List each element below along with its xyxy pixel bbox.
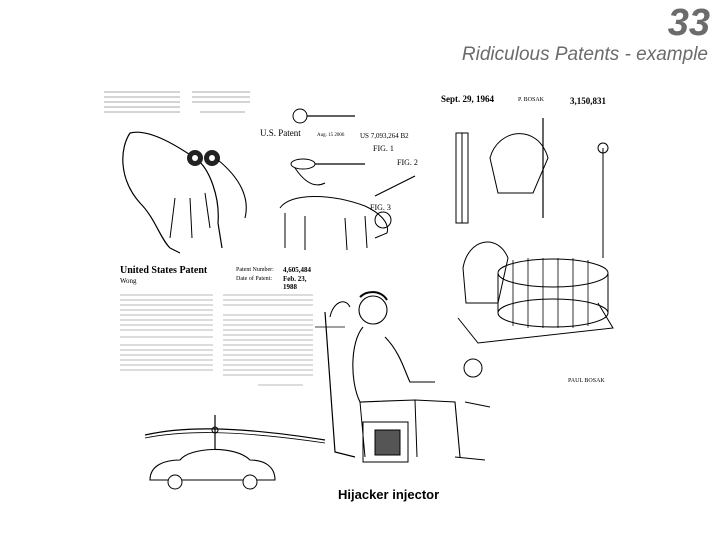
fig-label-2: FIG. 2 [397, 158, 418, 167]
patent-date: Aug. 15 2006 [317, 133, 345, 138]
patent-number-label: Patent Number: [236, 267, 274, 273]
patent-car-helicopter [140, 405, 330, 495]
patent-header: U.S. Patent [260, 128, 301, 138]
text-lines [120, 294, 313, 386]
finger-eyes-drawing [104, 91, 250, 254]
fig-label-3: FIG. 3 [370, 203, 391, 212]
patent-date: Sept. 29, 1964 [441, 94, 495, 104]
slide-title: Ridiculous Patents - example [461, 44, 708, 65]
patent-date-label: Date of Patent: [236, 276, 272, 282]
apparatus-drawing [455, 118, 614, 378]
patent-text-page: United States Patent Wong Patent Number:… [118, 265, 318, 395]
patent-number: 4,605,484 [283, 266, 311, 274]
patent-inventor: P. BOSAK [518, 97, 545, 103]
slide-caption: Hijacker injector [338, 487, 440, 502]
fig-label-1: FIG. 1 [373, 144, 394, 153]
patent-pet-device: U.S. Patent Aug. 15 2006 US 7,093,264 B2… [255, 88, 430, 258]
patent-header: United States Patent [120, 265, 208, 276]
patent-apparatus: Sept. 29, 1964 P. BOSAK 3,150,831 PAUL B… [438, 88, 628, 418]
hijacker-injector-drawing [315, 291, 491, 463]
slide-number: 33 [667, 2, 710, 44]
car-helicopter-drawing [144, 415, 326, 490]
patent-inventor: Wong [120, 277, 137, 285]
patent-number: US 7,093,264 B2 [360, 132, 409, 140]
patent-number: 3,150,831 [570, 96, 606, 106]
patent-hijacker-injector [305, 282, 500, 482]
signature-name: PAUL BOSAK [568, 378, 605, 384]
patent-date: Feb. 23, 1988 [283, 275, 307, 291]
pet-device-drawing [279, 108, 416, 251]
patent-finger-eyes [100, 88, 280, 258]
